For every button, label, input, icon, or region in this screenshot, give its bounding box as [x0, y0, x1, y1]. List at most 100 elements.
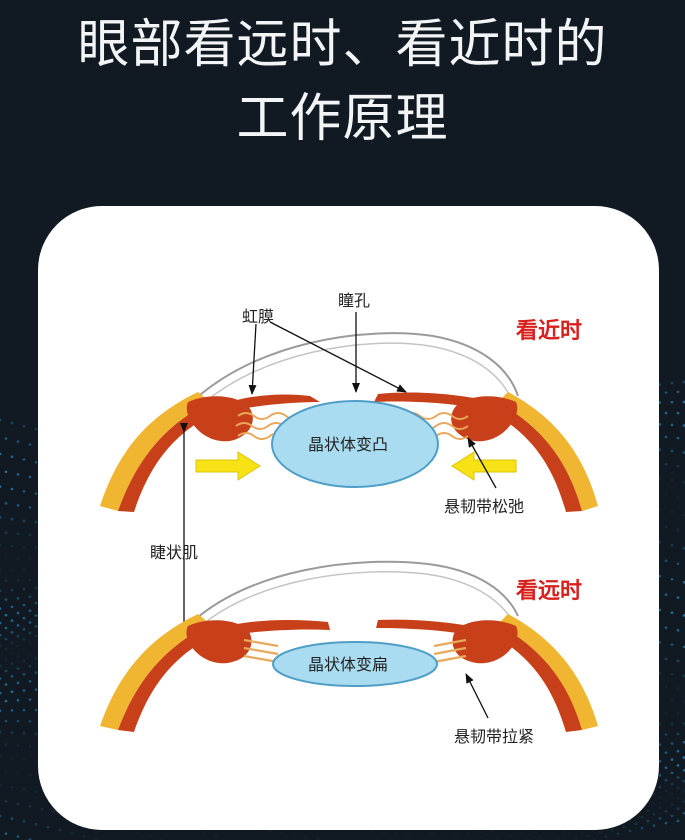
background-dot: [10, 588, 14, 592]
background-dot: [16, 440, 20, 443]
background-dot: [682, 481, 685, 484]
background-dot: [22, 689, 26, 692]
background-dot: [34, 520, 38, 524]
background-dot: [268, 829, 272, 833]
background-dot: [34, 601, 38, 605]
background-dot: [34, 635, 38, 638]
background-dot: [658, 383, 662, 386]
background-dot: [4, 502, 8, 505]
background-dot: [10, 641, 14, 644]
background-dot: [4, 531, 8, 534]
background-dot: [4, 669, 8, 673]
background-dot: [658, 760, 662, 763]
background-dot: [652, 802, 656, 806]
background-dot: [658, 476, 662, 480]
background-dot: [682, 769, 685, 772]
background-dot: [16, 504, 20, 507]
background-dot: [0, 418, 2, 422]
background-dot: [670, 771, 674, 775]
near-iris-right: [374, 392, 508, 414]
background-dot: [670, 449, 674, 453]
background-dot: [214, 834, 218, 837]
background-dot: [682, 547, 685, 550]
near-left-push-arrow: [195, 451, 261, 481]
background-dot: [34, 671, 38, 674]
background-dot: [16, 611, 20, 615]
background-dot: [10, 756, 14, 760]
background-dot: [10, 651, 14, 654]
background-dot: [442, 832, 446, 836]
background-dot: [670, 478, 674, 482]
background-dot: [0, 621, 2, 625]
background-dot: [682, 645, 685, 649]
eye-accommodation-diagram: 看近时 虹膜 瞳孔 晶状体变凸 悬韧带松弛 睫状肌: [100, 291, 598, 746]
background-dot: [556, 837, 560, 840]
background-dot: [46, 825, 50, 829]
background-dot: [16, 532, 20, 536]
background-dot: [658, 448, 662, 451]
background-dot: [16, 802, 20, 806]
background-dot: [22, 490, 26, 493]
background-dot: [658, 507, 662, 511]
background-dot: [430, 832, 434, 836]
background-dot: [676, 786, 680, 790]
background-dot: [676, 659, 680, 663]
background-dot: [682, 674, 685, 678]
background-dot: [16, 771, 20, 775]
background-dot: [28, 641, 32, 645]
background-dot: [22, 659, 26, 663]
background-dot: [10, 421, 14, 425]
background-dot: [34, 492, 38, 495]
background-dot: [664, 493, 668, 496]
background-dot: [4, 579, 8, 583]
background-dot: [10, 619, 14, 622]
near-lens-convex: [271, 400, 439, 488]
far-zonules-taut: [243, 638, 467, 664]
background-dot: [28, 631, 32, 635]
background-dot: [10, 487, 14, 491]
background-dot: [682, 779, 685, 783]
background-dot: [0, 677, 2, 680]
background-dot: [670, 782, 674, 786]
background-dot: [34, 732, 38, 736]
background-dot: [28, 773, 32, 777]
background-dot: [22, 788, 26, 791]
background-dot: [664, 778, 668, 782]
background-dot: [652, 792, 656, 796]
background-dot: [676, 562, 680, 566]
near-zonule-label: 悬韧带松弛: [444, 497, 524, 516]
background-dot: [4, 832, 8, 835]
background-dot: [4, 683, 8, 686]
background-dot: [10, 785, 14, 789]
background-dot: [16, 557, 20, 561]
background-dot: [136, 831, 140, 835]
background-dot: [34, 460, 38, 464]
background-dot: [34, 645, 38, 649]
background-dot: [10, 731, 14, 734]
background-dot: [670, 803, 674, 806]
near-cornea: [187, 332, 519, 407]
background-dot: [646, 819, 650, 823]
background-dot: [604, 835, 608, 838]
background-dot: [0, 452, 2, 456]
background-dot: [0, 516, 2, 519]
page-title-line1: 眼部看远时、看近时的: [77, 15, 608, 75]
background-dot: [10, 662, 14, 665]
background-dot: [4, 743, 8, 746]
background-dot: [382, 831, 386, 834]
background-dot: [10, 675, 14, 678]
background-dot: [664, 525, 668, 529]
background-dot: [22, 708, 26, 712]
background-dot: [28, 506, 32, 509]
background-dot: [670, 758, 674, 761]
background-dot: [0, 485, 2, 488]
background-dot: [676, 596, 680, 599]
background-dot: [670, 722, 674, 726]
background-dot: [4, 647, 8, 651]
background-dot: [22, 673, 26, 676]
background-dot: [676, 819, 680, 823]
page-title-line2: 工作原理: [236, 89, 449, 149]
background-dot: [670, 742, 674, 745]
background-dot: [658, 722, 662, 726]
background-dot: [676, 711, 680, 715]
